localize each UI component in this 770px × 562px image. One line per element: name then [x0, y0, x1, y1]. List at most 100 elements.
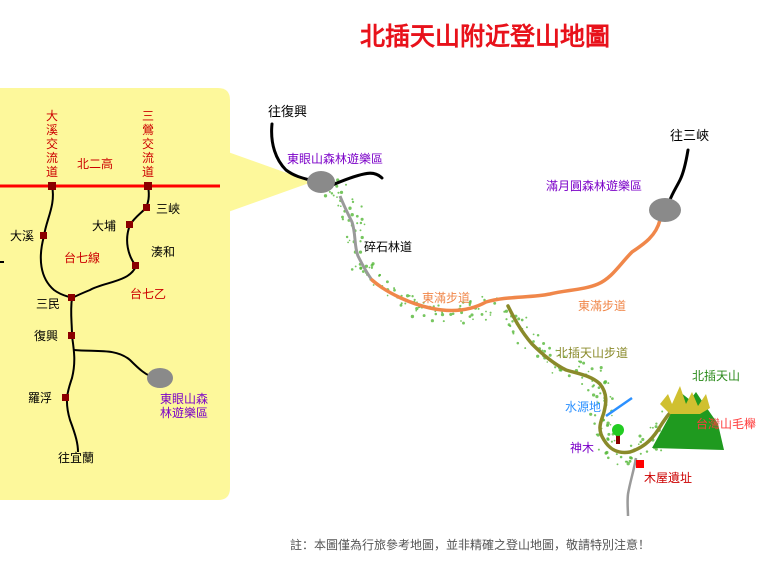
label-tai7: 台七線 — [64, 250, 100, 265]
forest-dot — [449, 312, 453, 316]
forest-dot — [555, 349, 558, 352]
forest-dot — [603, 380, 608, 384]
cabin-ruins-marker — [636, 460, 644, 468]
forest-dot — [649, 426, 652, 429]
forest-dot — [372, 284, 375, 286]
forest-dot — [337, 204, 340, 207]
forest-dot — [536, 354, 540, 358]
forest-dot — [341, 215, 344, 219]
forest-dot — [532, 340, 535, 343]
forest-dot — [323, 194, 328, 198]
forest-dot — [548, 353, 552, 357]
label-dongyanshan: 東眼山森林遊樂區 — [287, 151, 383, 166]
trail-dongman — [370, 218, 662, 313]
forest-dot — [581, 376, 584, 379]
beicha-peak-mountain — [652, 392, 724, 450]
forest-dot — [590, 367, 594, 371]
forest-dot — [404, 302, 407, 305]
forest-dot — [593, 414, 597, 417]
label-dapu: 大埔 — [92, 219, 116, 233]
forest-dot — [626, 462, 630, 466]
label-daxi-interchange-1: 大 — [46, 109, 58, 123]
label-to-yilan: 往宜蘭 — [58, 450, 94, 465]
forest-dot — [336, 196, 338, 198]
forest-dot — [493, 301, 497, 305]
forest-dot — [628, 459, 632, 463]
trail-beicha-tianshan — [506, 304, 678, 455]
forest-stipple — [323, 178, 676, 466]
forest-dot — [358, 250, 363, 254]
forest-dot — [345, 235, 349, 239]
forest-dot — [505, 318, 508, 321]
forest-dot — [459, 304, 462, 308]
junction-sanxia — [143, 204, 150, 211]
forest-dot — [430, 319, 434, 323]
forest-dot — [578, 365, 581, 368]
forest-dot — [393, 288, 396, 292]
junction-sanying-interchange — [144, 182, 152, 190]
forest-dot — [596, 433, 600, 437]
label-beech: 台灣山毛櫸 — [696, 416, 756, 431]
forest-dot — [597, 448, 600, 451]
manyueyuan-area — [649, 198, 681, 222]
forest-dot — [468, 315, 472, 318]
forest-dot — [589, 412, 593, 416]
forest-dot — [637, 443, 640, 446]
label-sanxia: 三峽 — [156, 202, 180, 216]
forest-dot — [422, 314, 426, 318]
label-sanying-interchange-5: 道 — [142, 165, 154, 179]
forest-dot — [351, 200, 355, 204]
inset-dongyanshan-area — [147, 368, 173, 388]
forest-dot — [364, 264, 369, 268]
forest-dot — [536, 334, 540, 337]
forest-dot — [542, 341, 546, 346]
forest-dot — [591, 393, 596, 397]
forest-dot — [441, 311, 444, 314]
label-gravel-road: 碎石林道 — [364, 239, 412, 254]
forest-dot — [481, 295, 484, 298]
forest-dot — [489, 311, 492, 314]
sacred-tree-icon — [612, 424, 624, 436]
road-to-fuxing — [270, 122, 312, 182]
label-inset-dongyanshan-1: 東眼山森 — [160, 391, 208, 406]
forest-dot — [548, 346, 551, 350]
dongyanshan-area — [307, 171, 335, 193]
forest-dot — [356, 222, 359, 225]
label-sanying-interchange-4: 流 — [142, 151, 154, 165]
forest-dot — [440, 312, 445, 317]
forest-dot — [567, 374, 571, 378]
forest-dot — [609, 423, 612, 426]
forest-dot — [480, 312, 484, 316]
forest-dot — [619, 455, 623, 459]
label-daxi-interchange-3: 交 — [46, 136, 58, 151]
forest-dot — [370, 263, 374, 267]
forest-dot — [629, 444, 633, 448]
label-sanmin: 三民 — [36, 297, 60, 311]
forest-dot — [360, 217, 364, 221]
label-inset-dongyanshan-2: 林遊樂區 — [160, 405, 208, 420]
forest-dot — [558, 368, 562, 372]
forest-dot — [554, 366, 557, 369]
forest-dot — [558, 353, 561, 357]
forest-dot — [609, 395, 612, 398]
inset-panel — [0, 88, 230, 500]
forest-dot — [597, 401, 600, 404]
forest-dot — [339, 190, 344, 195]
forest-dot — [641, 437, 645, 442]
label-cabin-ruins: 木屋遺址 — [644, 470, 692, 485]
forest-dot — [591, 385, 594, 388]
label-sanying-interchange-2: 鶯 — [142, 122, 154, 137]
forest-dot — [470, 313, 474, 317]
forest-dot — [442, 320, 445, 323]
road-sanmin-fuxing — [70, 297, 73, 337]
forest-dot — [616, 463, 619, 466]
forest-dot — [607, 424, 609, 427]
label-sanying-interchange-3: 交 — [142, 136, 154, 151]
label-beicha-peak: 北插天山 — [692, 369, 740, 383]
forest-dot — [595, 395, 599, 399]
forest-dot — [512, 332, 515, 335]
forest-dot — [385, 280, 389, 284]
label-dongman-trail-2: 東滿步道 — [578, 299, 626, 313]
forest-dot — [415, 309, 418, 312]
forest-dot — [582, 361, 586, 365]
